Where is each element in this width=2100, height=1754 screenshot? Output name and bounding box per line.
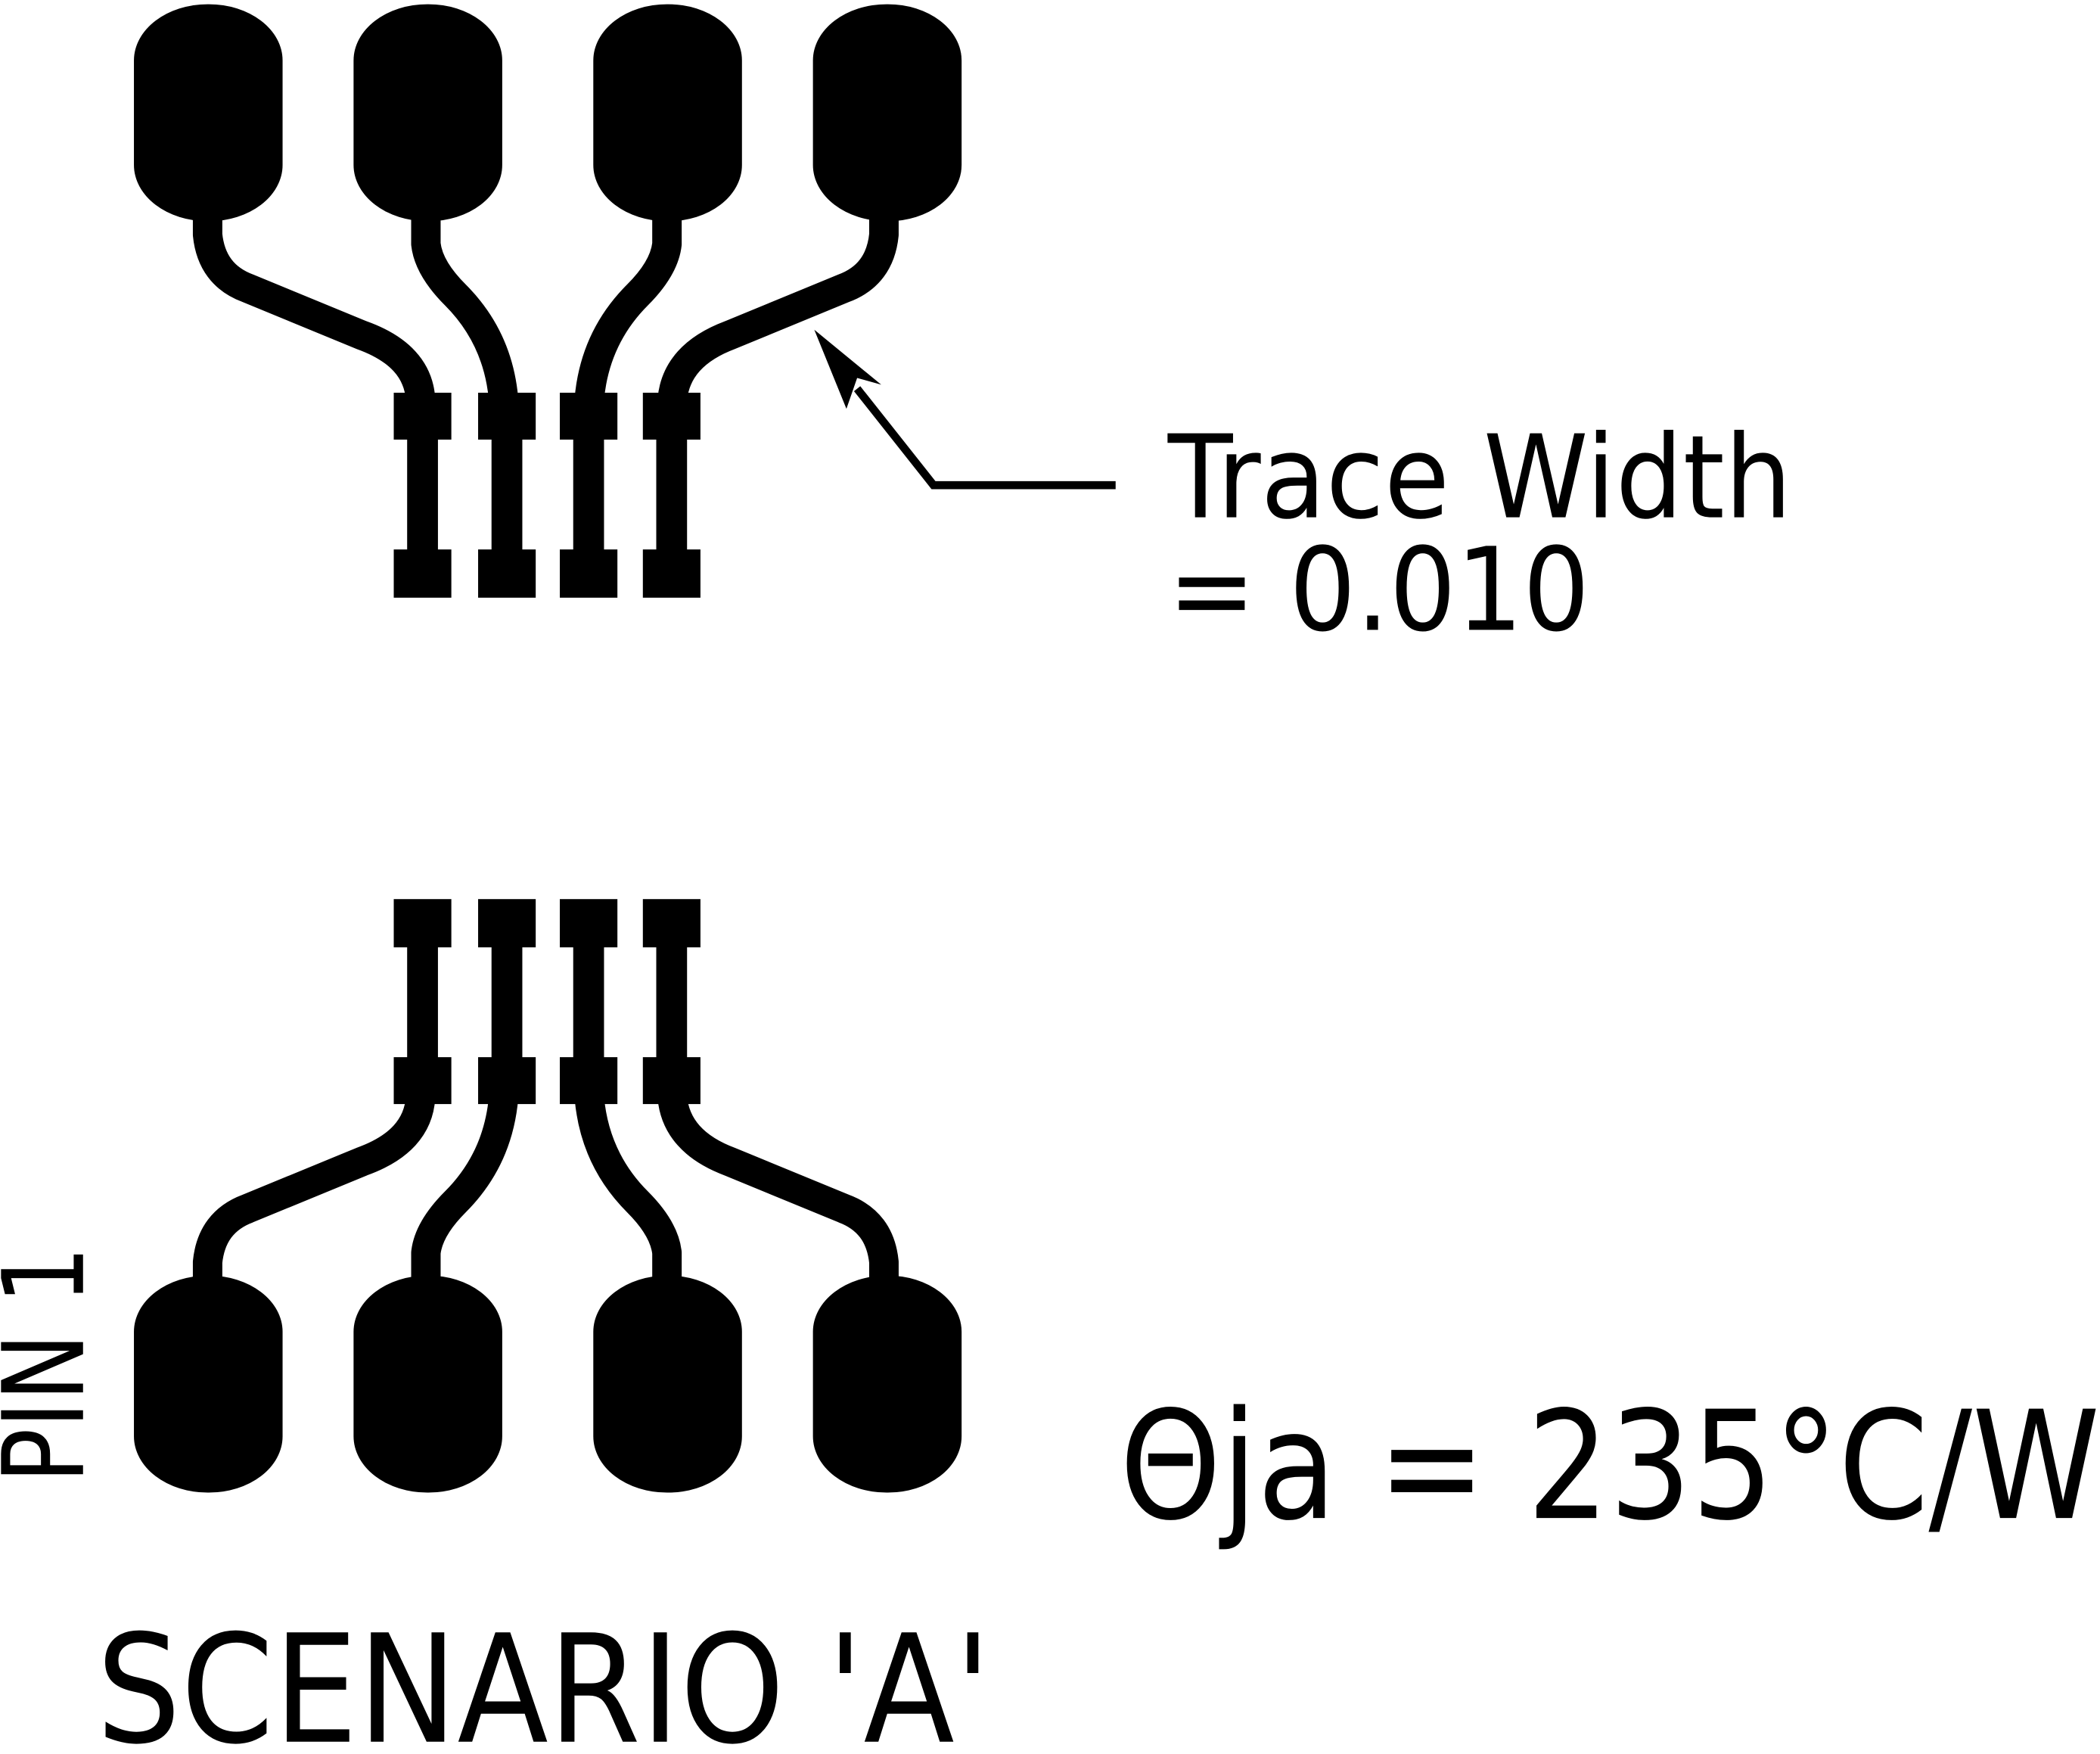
pin1-label: PIN 1 xyxy=(0,1246,110,1483)
thermal-resistance-label: Θja = 235°C/W xyxy=(1120,1379,2100,1553)
scenario-title: SCENARIO 'A' xyxy=(96,1603,991,1754)
trace-width-leader-arrow xyxy=(814,329,1116,490)
trace-width-value: = 0.010 xyxy=(1168,523,1590,657)
bottom-footprint xyxy=(134,899,961,1492)
top-footprint xyxy=(134,5,961,598)
trace-width-label: Trace Width xyxy=(1167,411,1792,545)
